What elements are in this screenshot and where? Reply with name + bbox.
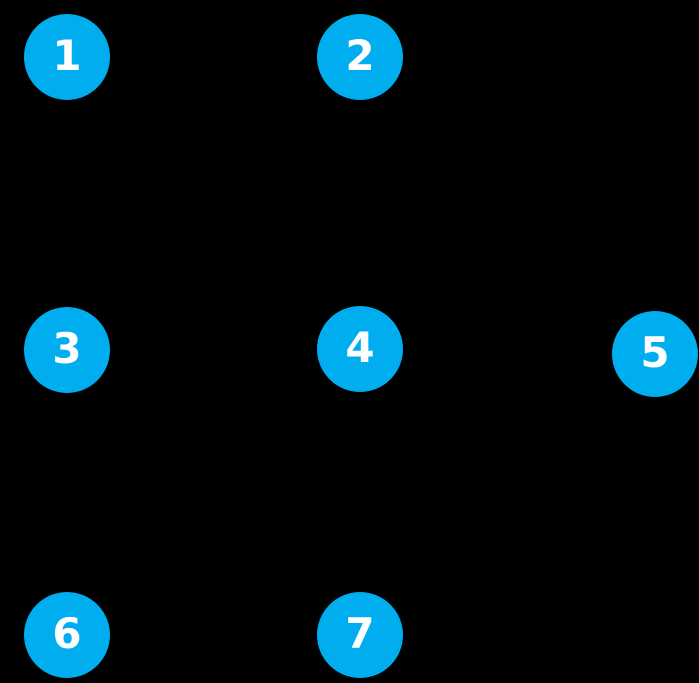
graph-node-label: 6 [52, 609, 82, 658]
graph-node[interactable]: 3 [24, 307, 110, 393]
graph-node[interactable]: 4 [317, 306, 403, 392]
graph-node[interactable]: 6 [24, 592, 110, 678]
graph-node-label: 1 [52, 31, 82, 80]
graph-node[interactable]: 1 [24, 14, 110, 100]
graph-node[interactable]: 7 [317, 592, 403, 678]
graph-node-label: 4 [345, 323, 375, 372]
graph-node-label: 3 [52, 324, 82, 373]
graph-node[interactable]: 2 [317, 14, 403, 100]
graph-node-label: 5 [640, 328, 670, 377]
graph-node-label: 7 [345, 609, 375, 658]
graph-node-label: 2 [345, 31, 375, 80]
graph-node[interactable]: 5 [612, 311, 698, 397]
